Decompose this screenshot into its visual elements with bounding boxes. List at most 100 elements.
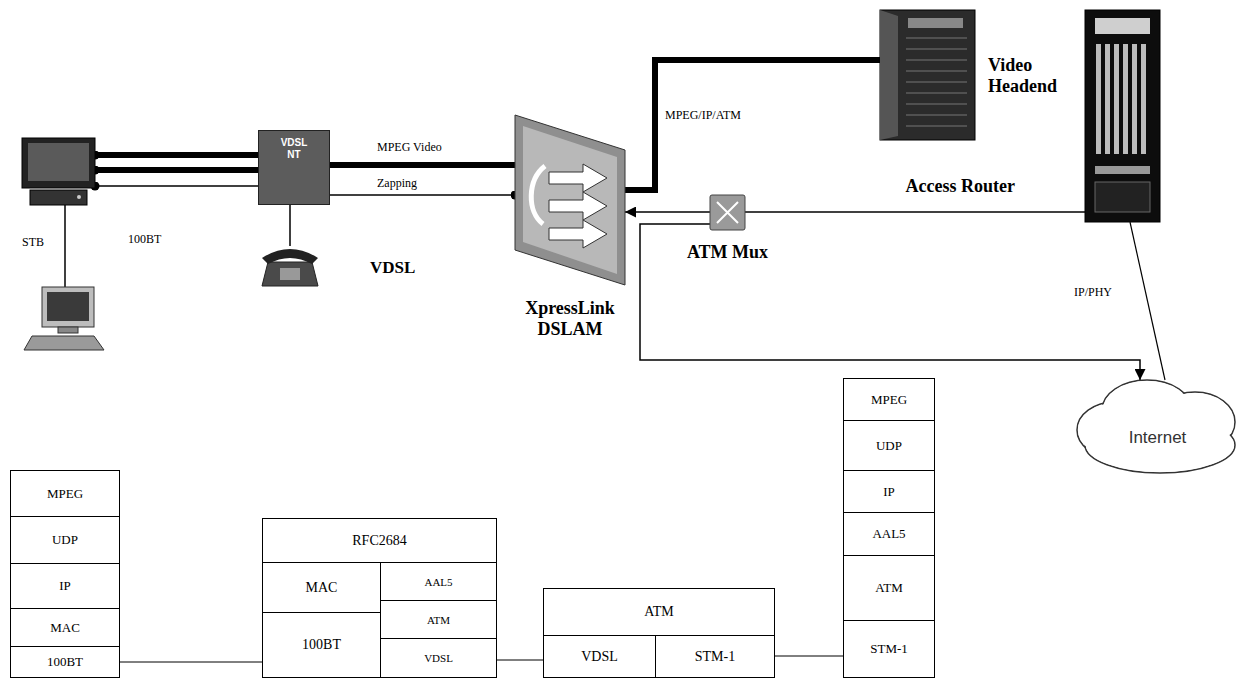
link-label: VDSL [370,258,415,278]
headend-slot [906,71,967,72]
protocol-name: VDSL [581,649,618,665]
protocol-cell: 100BT [262,612,381,678]
protocol-name: AAL5 [424,576,452,588]
connector-label: IP/PHY [1072,285,1114,299]
protocol-name: MPEG [47,486,83,502]
connector [330,194,515,196]
protocol-name: MPEG [871,392,907,408]
atm-mux: ATM Mux [710,195,745,230]
network-terminal: VDSL NT [258,130,330,205]
internet-cloud: Internet [1075,380,1240,475]
connector-label: MPEG/IP/ATM [663,108,743,122]
headend-slot [906,60,967,61]
protocol-cell: IP [10,563,120,609]
protocol-name: RFC2684 [352,533,406,549]
protocol-name: STM-1 [695,649,735,665]
protocol-cell: UDP [843,420,935,471]
node-label: Access Router [835,176,1015,197]
node-label: STB [22,236,62,250]
node-label: XpressLink DSLAM [505,298,635,339]
protocol-name: UDP [52,532,78,548]
phone-illustration [262,205,318,286]
connector [120,662,262,663]
connector [1130,222,1165,380]
stb-monitor [22,138,95,188]
mux-cross [717,202,738,223]
protocol-cell: IP [843,470,935,513]
protocol-cell: MPEG [843,378,935,421]
protocol-cell: AAL5 [843,512,935,556]
cloud-drawing [1075,380,1240,475]
headend-cabinet [880,10,975,140]
connector [95,152,258,158]
dslam-icon: XpressLink DSLAM [515,100,625,285]
protocol-cell: STM-1 [655,635,775,678]
router-card [1123,44,1128,154]
drawing-part [1077,380,1235,473]
router-base [1095,182,1150,212]
headend-slot [906,82,967,83]
dslam-arrow [549,192,607,220]
protocol-cell: MAC [10,608,120,647]
protocol-cell: MAC [262,562,381,613]
headend-panel [908,18,963,28]
protocol-cell: ATM [543,588,775,636]
router-card [1096,44,1101,154]
protocol-name: MAC [50,620,80,636]
dslam-arrow [549,164,607,192]
dslam-curve [531,166,545,224]
protocol-name: STM-1 [870,641,908,657]
interface-label: 100BT [128,232,161,247]
protocol-cell: RFC2684 [262,518,497,563]
protocol-name: 100BT [47,654,83,670]
connector-label: MPEG Video [375,140,444,154]
router-card [1132,44,1137,154]
pc-screen [47,292,89,321]
protocol-name: ATM [427,614,450,626]
dslam-arrow [549,220,607,248]
headend-slot [906,38,967,39]
protocol-name: ATM [875,580,902,596]
node-label: VDSL NT [276,137,312,161]
router-fan [1095,166,1150,174]
connector [745,211,1085,213]
drawing-part [1078,381,1234,472]
set-top-box: STB [22,138,95,205]
pc-stand [58,327,78,333]
dslam-face [523,126,617,274]
dslam-drawing [515,100,625,285]
router-chassis [1085,10,1160,222]
node-label: ATM Mux [645,242,810,263]
protocol-name: MAC [306,580,338,596]
router-card [1141,44,1146,154]
pc-monitor [42,287,94,327]
connector [640,224,1140,380]
protocol-name: ATM [644,604,674,620]
access-router: Access Router [1085,10,1160,222]
protocol-cell: VDSL [543,635,656,678]
router-panel [1095,18,1150,34]
protocol-name: IP [883,484,895,500]
video-headend: Video Headend [880,10,975,140]
headend-slot [906,126,967,127]
phone-keypad [280,268,300,280]
phone-wire [289,205,291,246]
connector [95,185,258,187]
stb-pc-wire [64,205,66,287]
protocol-name: AAL5 [872,526,905,542]
phone-handset [262,249,318,264]
headend-slot [906,49,967,50]
connector-label: Zapping [375,176,419,190]
protocol-name: IP [59,578,71,594]
mux-body [710,195,745,230]
protocol-name: VDSL [424,652,453,664]
protocol-name: UDP [876,438,902,454]
protocol-cell: VDSL [380,638,497,678]
router-card [1114,44,1119,154]
stb-box [30,190,87,205]
pc-illustration [24,205,104,350]
